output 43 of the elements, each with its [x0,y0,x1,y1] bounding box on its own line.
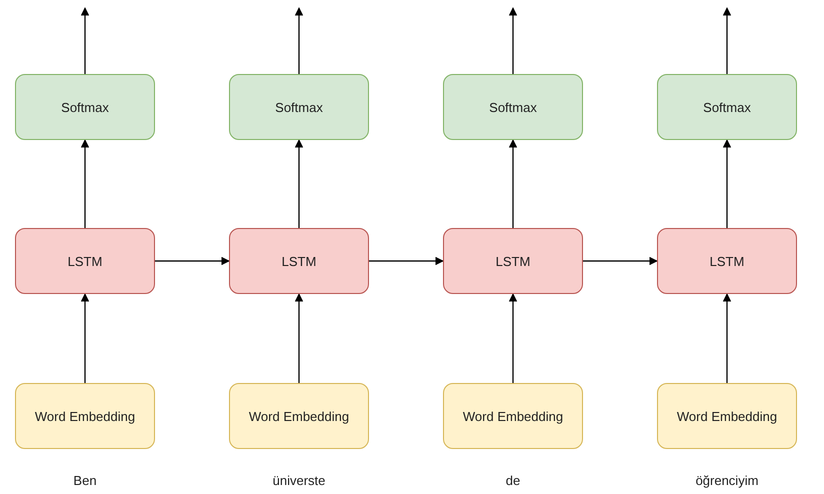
arrow [508,7,518,74]
arrow [508,293,518,383]
lstm-box [15,228,155,294]
embedding-box [657,383,797,449]
arrow [294,7,304,74]
word-label: öğrenciyim [694,473,760,488]
node-label: Word Embedding [248,408,350,424]
softmax-box [657,74,797,140]
arrow [294,139,304,228]
node-label: Softmax [275,100,323,114]
softmax-box [15,74,155,140]
lstm-box [443,228,583,294]
node-label: Softmax [703,100,751,114]
lstm-box [229,228,369,294]
embedding-box [443,383,583,449]
node-label: Softmax [489,100,537,114]
arrow [294,293,304,383]
arrow [722,7,732,74]
softmax-box [443,74,583,140]
lstm-box [657,228,797,294]
arrow [508,139,518,228]
word-label: de [504,473,522,488]
arrow [80,293,90,383]
arrow [80,139,90,228]
node-label: LSTM [282,254,316,268]
node-label: LSTM [496,254,530,268]
embedding-box [229,383,369,449]
word-label: Ben [72,473,98,488]
arrow [80,7,90,74]
node-label: Word Embedding [462,408,564,424]
node-label: Softmax [61,100,109,114]
arrow [155,256,230,266]
arrow [722,139,732,228]
arrow [369,256,444,266]
arrow [583,256,658,266]
node-label: Word Embedding [34,408,136,424]
softmax-box [229,74,369,140]
arrow [722,293,732,383]
node-label: LSTM [710,254,744,268]
embedding-box [15,383,155,449]
node-label: Word Embedding [676,408,778,424]
node-label: LSTM [68,254,102,268]
word-label: üniverste [272,473,326,488]
